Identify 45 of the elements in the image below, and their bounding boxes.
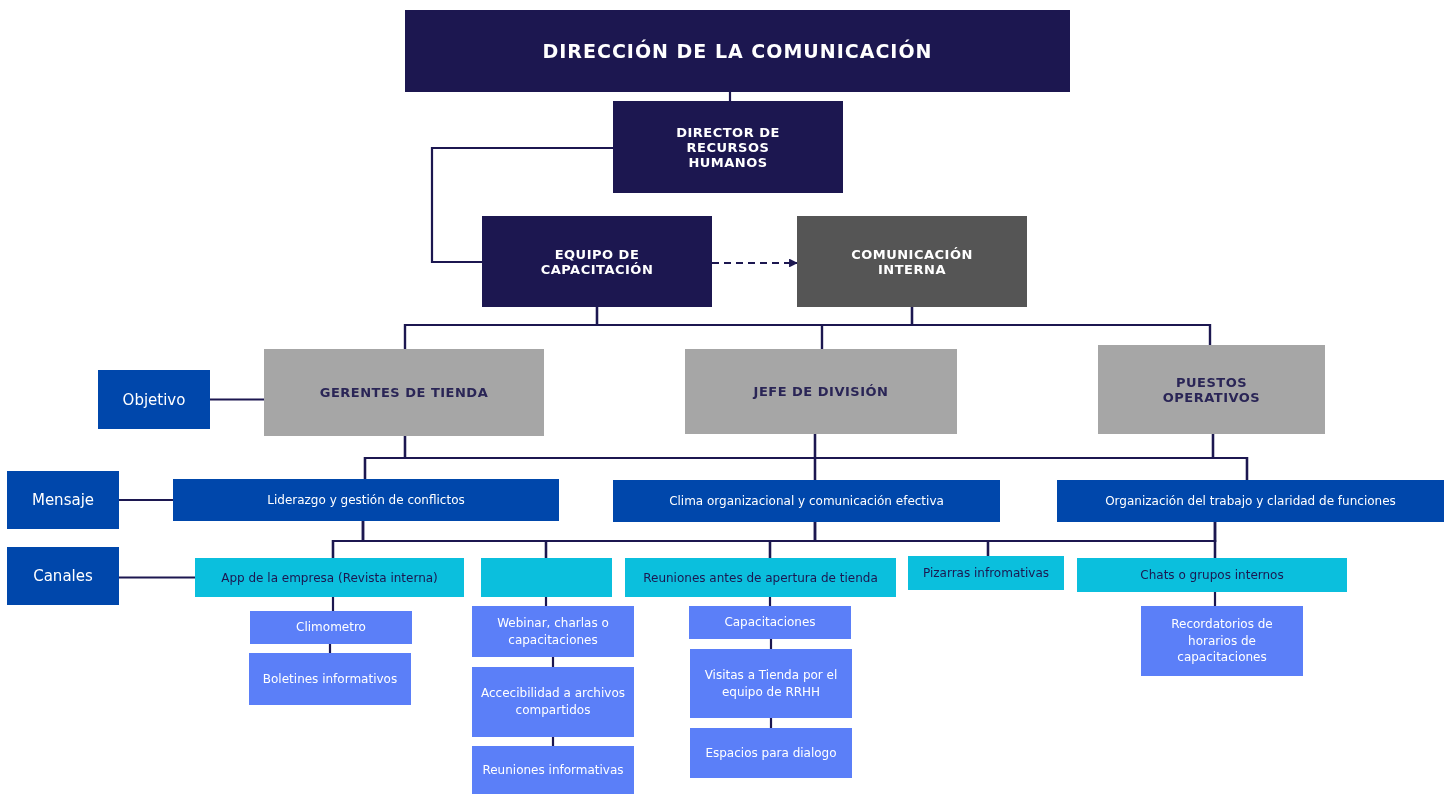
channel-box: App de la empresa (Revista interna) [195, 558, 464, 597]
activity-box: Recordatorios de horarios de capacitaciones [1141, 606, 1303, 676]
connector-line [768, 597, 772, 606]
connector-line [430, 146, 613, 264]
role-box: GERENTES DE TIENDA [264, 349, 544, 436]
header-box: DIRECCIÓN DE LA COMUNICACIÓN [405, 10, 1070, 92]
connector-line [544, 597, 548, 606]
channel-box: Reuniones antes de apertura de tienda [625, 558, 896, 597]
role-box: EQUIPO DE CAPACITACIÓN [482, 216, 712, 307]
activity-box: Accecibilidad a archivos compartidos [472, 667, 634, 737]
connector-line [210, 398, 264, 401]
channel-box: Pizarras infromativas [908, 556, 1064, 590]
connector-line [119, 498, 173, 502]
role-box: DIRECTOR DE RECURSOS HUMANOS [613, 101, 843, 193]
activity-box: Climometro [250, 611, 412, 644]
message-box: Clima organizacional y comunicación efectiva [613, 480, 1000, 522]
role-box: PUESTOS OPERATIVOS [1098, 345, 1325, 434]
connector-line [1211, 434, 1249, 480]
activity-box: Visitas a Tienda por el equipo de RRHH [690, 649, 852, 718]
activity-box: Reuniones informativas [472, 746, 634, 794]
connector-line [769, 639, 773, 649]
connector-line [910, 307, 1212, 345]
message-box: Organización del trabajo y claridad de funciones [1057, 480, 1444, 522]
activity-box: Boletines informativos [249, 653, 411, 705]
connector-line [551, 657, 555, 667]
connector-line [551, 737, 555, 746]
connector-line [331, 597, 335, 611]
connector-line [119, 576, 195, 579]
connector-line [1213, 522, 1217, 558]
category-box: Objetivo [98, 370, 210, 429]
arrow [712, 258, 798, 268]
activity-box: Webinar, charlas o capacitaciones [472, 606, 634, 657]
category-box: Mensaje [7, 471, 119, 529]
connector-line [1213, 592, 1217, 606]
connector-line [769, 718, 773, 728]
channel-box: Chats o grupos internos [1077, 558, 1347, 592]
connector-line [728, 92, 732, 101]
connector-line [328, 644, 332, 653]
activity-box: Espacios para dialogo [690, 728, 852, 778]
role-box: COMUNICACIÓN INTERNA [797, 216, 1027, 307]
role-box: JEFE DE DIVISIÓN [685, 349, 957, 434]
activity-box: Capacitaciones [689, 606, 851, 639]
channel-box [481, 558, 612, 597]
category-box: Canales [7, 547, 119, 605]
message-box: Liderazgo y gestión de conflictos [173, 479, 559, 521]
